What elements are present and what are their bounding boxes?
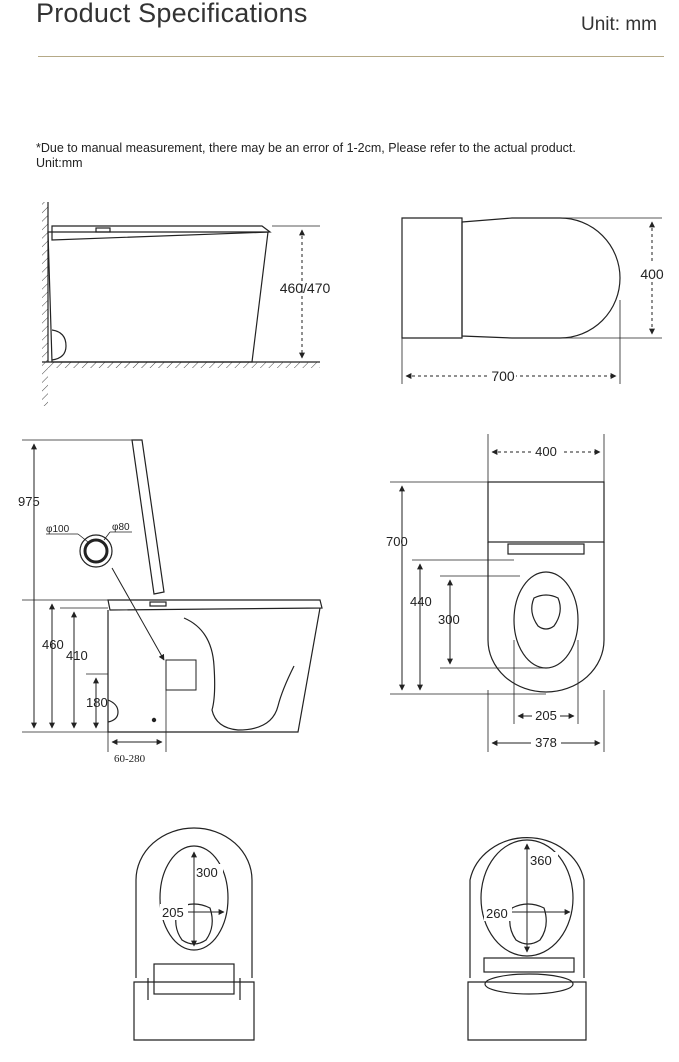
lid-side — [51, 225, 272, 241]
pipe-inner-circle — [83, 538, 109, 564]
body-section — [107, 607, 321, 733]
seat-height-label: 460 — [42, 637, 64, 652]
label-bg-seat-b-260 — [484, 905, 512, 921]
tank-top — [401, 217, 463, 339]
raised-lid — [131, 439, 165, 595]
tank-plan — [487, 481, 605, 543]
pipe-leader-left-tick — [77, 533, 89, 543]
section-view — [22, 439, 323, 752]
seat-a-length-label: 300 — [196, 865, 218, 880]
drain-curve-section — [107, 699, 119, 723]
pipe-outer-label: φ100 — [46, 524, 70, 535]
top-length-label: 700 — [491, 368, 515, 384]
seat-b-outer — [469, 837, 585, 978]
top-width-label: 400 — [640, 266, 664, 282]
label-bg-400 — [640, 264, 664, 282]
seat-a-hinge — [153, 963, 235, 995]
seat-b-width-label: 260 — [486, 906, 508, 921]
anchor-dot — [151, 717, 157, 723]
seat-b-tank — [467, 981, 587, 1041]
side-height-label: 460/470 — [280, 280, 331, 296]
measurement-note: *Due to manual measurement, there may be… — [36, 141, 576, 171]
seat-b-water — [509, 903, 547, 945]
floor-hatch — [48, 362, 320, 368]
top-view — [401, 217, 662, 384]
label-bg-seat-a-205 — [160, 904, 188, 920]
plan-300-label: 300 — [438, 612, 460, 627]
seat-a-water — [175, 903, 213, 945]
bowl-opening-plan — [513, 571, 579, 669]
header-divider — [38, 56, 664, 57]
seat-section — [107, 599, 323, 611]
trapway — [183, 617, 295, 731]
label-bg-378 — [531, 735, 561, 751]
plan-440-label: 440 — [410, 594, 432, 609]
rough-in-label: 60-280 — [114, 753, 146, 765]
seat-b-opening — [480, 839, 574, 957]
seat-b-length-label: 360 — [530, 853, 552, 868]
water-spot-plan — [531, 594, 561, 630]
note-line-1: *Due to manual measurement, there may be… — [36, 141, 576, 155]
plan-width-label: 400 — [535, 444, 557, 459]
outlet-box — [165, 659, 197, 691]
page-title: Product Specifications — [36, 0, 308, 28]
hinge-plan — [507, 543, 585, 555]
toilet-body-side — [47, 231, 269, 363]
label-bg-seat-b-360 — [528, 852, 558, 868]
label-bg-seat-a-300 — [195, 864, 223, 880]
bowl-height-label: 410 — [66, 648, 88, 663]
control-button-side — [95, 227, 111, 233]
seat-b-hinge-ring — [484, 973, 574, 995]
plan-378-label: 378 — [535, 735, 557, 750]
pipe-arrow — [111, 567, 165, 661]
seat-a-outer — [135, 827, 253, 978]
note-line-2: Unit:mm — [36, 156, 83, 170]
seat-b-hinge-bar — [483, 957, 575, 973]
drain-height-label: 180 — [86, 695, 108, 710]
seat-a-tank — [133, 981, 255, 1041]
label-bg-700 — [490, 368, 516, 384]
side-view — [42, 202, 320, 406]
seat-a-width-label: 205 — [162, 905, 184, 920]
drain-curve-side — [51, 329, 67, 361]
pipe-outer-circle — [79, 534, 113, 568]
seat-view-b — [467, 837, 587, 1041]
bowl-top — [461, 217, 621, 339]
wall-hatch — [42, 202, 48, 406]
plan-205-label: 205 — [535, 708, 557, 723]
plan-view — [390, 434, 605, 752]
plan-length-label: 700 — [386, 534, 408, 549]
unit-label: Unit: mm — [581, 14, 657, 35]
total-height-label: 975 — [18, 494, 40, 509]
body-plan — [487, 542, 605, 693]
seat-view-a — [133, 827, 255, 1041]
label-bg-205 — [532, 708, 560, 724]
pipe-leader-right-tick — [103, 531, 111, 541]
control-button-section — [149, 601, 167, 607]
seat-a-opening — [159, 845, 229, 951]
label-bg-plan-400 — [531, 444, 561, 460]
pipe-inner-label: φ80 — [112, 522, 130, 533]
